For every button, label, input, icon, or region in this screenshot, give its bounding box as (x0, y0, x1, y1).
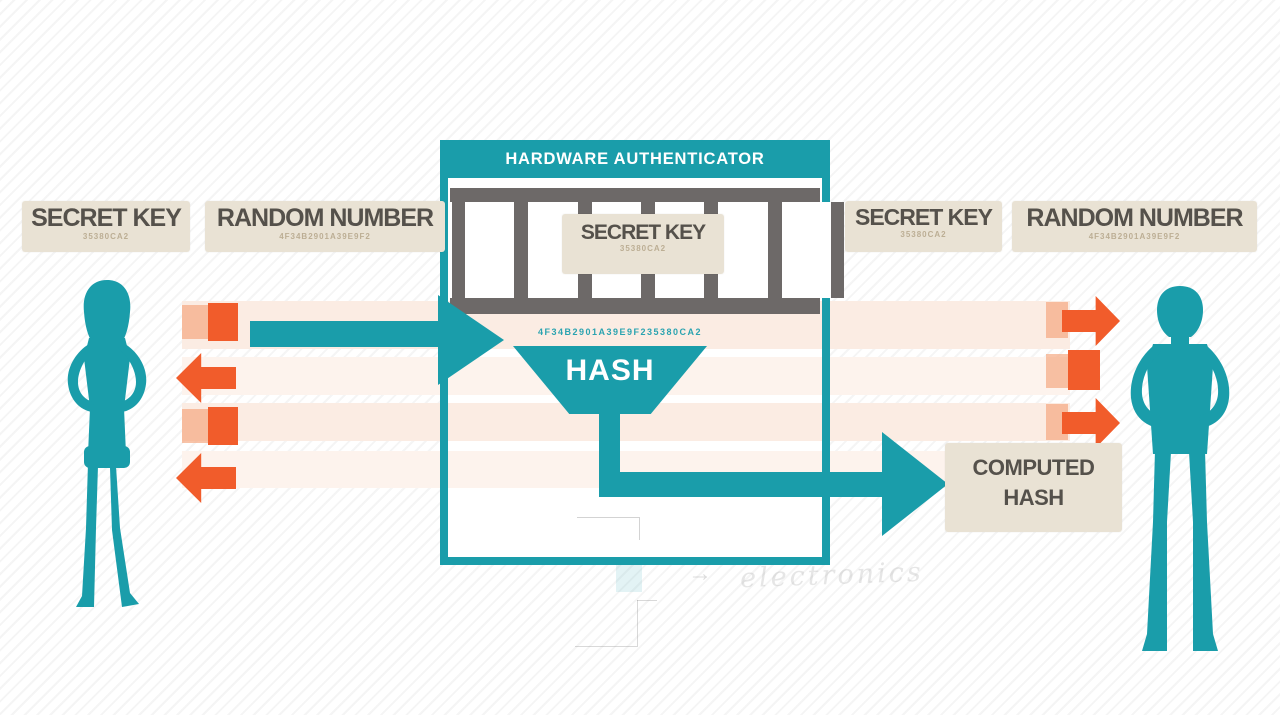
authenticator-header: HARDWARE AUTHENTICATOR (440, 140, 830, 178)
message-block (208, 407, 238, 445)
computed-hash-text: COMPUTED HASH (972, 455, 1095, 510)
storage-top-bar (450, 188, 820, 202)
key-storage-cell (781, 202, 831, 298)
hash-input-value: 4F34B2901A39E9F235380CA2 (537, 327, 703, 337)
right-random-number-label: RANDOM NUMBER 4F34B2901A39E9F2 (1012, 201, 1257, 252)
right-secret-key-value: 35380CA2 (900, 230, 947, 239)
man-figure-silhouette (1130, 286, 1230, 651)
left-secret-key-value: 35380CA2 (82, 232, 130, 241)
watermark-flow-line (575, 600, 638, 647)
stored-secret-key-value: 35380CA2 (619, 244, 667, 253)
right-random-number-value: 4F34B2901A39E9F2 (1088, 232, 1181, 241)
input-arrow-shaft (250, 321, 446, 347)
output-arrow-head-icon (882, 432, 948, 536)
right-secret-key-label: SECRET KEY 35380CA2 (845, 201, 1002, 252)
hash-label: HASH (565, 354, 655, 387)
woman-figure-silhouette (67, 280, 147, 607)
message-arrow-right-icon (1062, 398, 1120, 448)
stored-secret-key-label: SECRET KEY 35380CA2 (562, 214, 724, 274)
message-tail (182, 409, 208, 443)
storage-bottom-bar (450, 298, 820, 314)
left-secret-key-title: SECRET KEY (31, 204, 182, 232)
watermark-mark (616, 560, 642, 592)
authenticator-title: HARDWARE AUTHENTICATOR (505, 149, 765, 168)
message-tail (182, 305, 208, 339)
left-secret-key-label: SECRET KEY 35380CA2 (22, 201, 190, 252)
stored-secret-key-title: SECRET KEY (580, 221, 706, 244)
man-figure (1115, 282, 1245, 662)
watermark-flow-line (637, 600, 657, 609)
left-random-number-label: RANDOM NUMBER 4F34B2901A39E9F2 (205, 201, 445, 252)
left-random-number-title: RANDOM NUMBER (216, 204, 434, 232)
message-arrow-right-icon (1062, 296, 1120, 346)
message-block (208, 303, 238, 341)
message-block (1068, 350, 1100, 390)
key-storage-cell (465, 202, 515, 298)
right-random-number-title: RANDOM NUMBER (1026, 204, 1243, 232)
right-secret-key-title: SECRET KEY (855, 204, 993, 230)
message-tail (1046, 354, 1068, 388)
computed-hash-label: COMPUTED HASH (945, 443, 1122, 532)
output-arrow-shaft (599, 472, 889, 497)
watermark-flow-line (577, 517, 640, 540)
key-storage-cell (718, 202, 768, 298)
woman-figure (40, 278, 175, 613)
left-random-number-value: 4F34B2901A39E9F2 (279, 232, 371, 241)
